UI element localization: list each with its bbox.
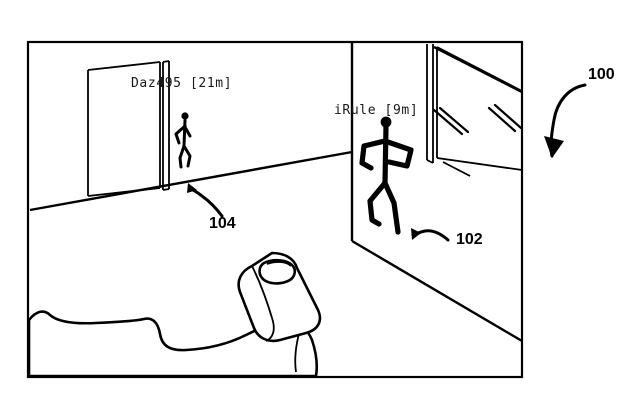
glass-shine-4: [493, 103, 523, 130]
leader-arrowhead-102: [411, 228, 421, 240]
leader-line-104: [191, 188, 224, 218]
open-door-partition: [87, 60, 170, 197]
floor-wall-junction-left: [29, 150, 353, 212]
reference-callout-102: 102: [411, 228, 483, 248]
handheld-device-assembly: [27, 251, 322, 378]
near-figure-leg-back: [367, 180, 388, 227]
window-pane-top: [436, 46, 523, 92]
reference-callout-100: 100: [544, 66, 615, 158]
glass-shine-1: [432, 108, 464, 136]
near-figure-leg-front: [382, 180, 401, 235]
window-pane-bottom: [436, 157, 523, 171]
device-side-seam: [251, 265, 275, 342]
device-eyepiece-rim: [266, 261, 292, 267]
door-frame-post-cap: [162, 60, 170, 63]
leader-arrowhead-104: [187, 183, 197, 193]
reference-numeral-104: 104: [209, 215, 236, 232]
reference-numeral-100: 100: [588, 66, 615, 83]
window-sill: [442, 161, 471, 177]
far-figure-leg-front: [182, 144, 192, 168]
reference-callout-104: 104: [187, 183, 236, 232]
far-figure-head: [181, 112, 189, 120]
near-figure-torso: [382, 123, 389, 186]
near-figure-arm-back: [359, 138, 388, 171]
near-figure-arm-front: [382, 138, 414, 169]
door-frame-post-base: [162, 188, 170, 191]
door-bottom-edge: [87, 187, 161, 197]
hud-label-far-target: Daz495 [21m]: [131, 76, 232, 91]
glass-window-with-reflections: [426, 44, 523, 177]
near-figure-head: [380, 116, 392, 128]
far-figure-arm-front: [183, 125, 192, 138]
leader-arrowhead-100: [544, 136, 564, 158]
room-geometry: [29, 43, 523, 343]
reference-numeral-102: 102: [456, 231, 483, 248]
glass-shine-3: [487, 106, 517, 133]
far-figure-arm-back: [174, 124, 187, 145]
stick-figure-walking-distant: [174, 112, 192, 169]
door-top-edge: [87, 61, 161, 71]
far-figure-torso: [182, 118, 187, 148]
stick-figure-walking-near: [359, 116, 414, 235]
ceiling-diagonal: [433, 45, 523, 94]
glass-shine-2: [438, 106, 470, 134]
window-jamb-base: [426, 159, 434, 164]
far-figure-leg-back: [178, 144, 186, 169]
hud-label-near-target: iRule [9m]: [334, 103, 418, 118]
hud-label-group: Daz495 [21m] iRule [9m]: [131, 76, 418, 118]
device-eyepiece-outer: [258, 258, 297, 285]
floor-wall-junction-right: [351, 239, 523, 343]
